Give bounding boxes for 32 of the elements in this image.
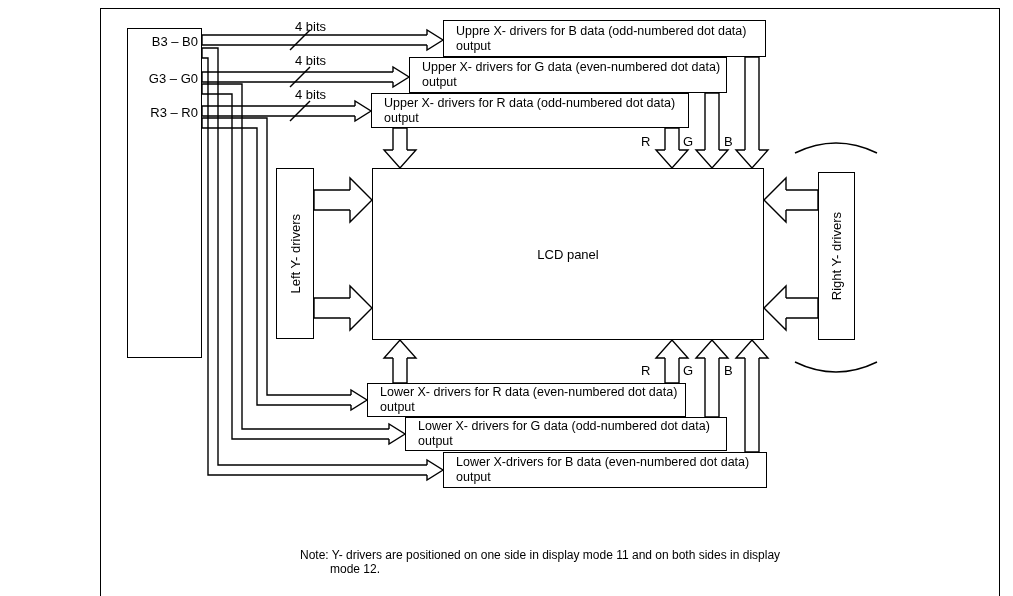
driver-box [818, 172, 855, 340]
edge-label: R [640, 364, 652, 377]
bus-signal-label: R3 – R0 [150, 106, 198, 119]
driver-label: Lower X- drivers for G data (odd-numbered dot data) output [417, 419, 711, 449]
lcd-panel-box [372, 168, 764, 340]
driver-label: Left Y- drivers [288, 213, 302, 294]
edge-label: G [682, 364, 695, 377]
edge-label: R [640, 135, 652, 148]
driver-box [367, 383, 686, 417]
edge-label: B [723, 364, 734, 377]
driver-box [443, 452, 767, 488]
note-text: Note: Y- drivers are positioned on one side in display mode 11 and on both sides in display mode 12. [300, 548, 782, 576]
edge-label: 4 bits [294, 88, 328, 101]
edge-label: 4 bits [294, 20, 328, 33]
driver-label: Lower X- drivers for R data (even-numbered dot data) output [379, 385, 679, 415]
edge-label: B [723, 135, 734, 148]
driver-label: Upper X- drivers for R data (odd-numbered dot data) output [383, 95, 677, 126]
driver-box [276, 168, 314, 339]
driver-box [409, 57, 727, 93]
bus-signal-label: B3 – B0 [151, 35, 198, 48]
driver-box [371, 93, 689, 128]
driver-box [443, 20, 766, 57]
driver-label: Right Y- drivers [830, 211, 843, 301]
panel-label: LCD panel [537, 247, 599, 261]
controller-box [127, 28, 202, 358]
driver-label: Lower X-drivers for B data (even-numbered dot data) output [455, 455, 751, 485]
driver-label: Uppre X- drivers for B data (odd-numbered dot data) output [455, 23, 748, 54]
edge-label: 4 bits [294, 54, 328, 67]
edge-label: G [682, 135, 695, 148]
driver-box [405, 417, 727, 451]
driver-label: Upper X- drivers for G data (even-numbered dot data) output [421, 60, 722, 90]
bus-signal-label: G3 – G0 [148, 72, 198, 85]
